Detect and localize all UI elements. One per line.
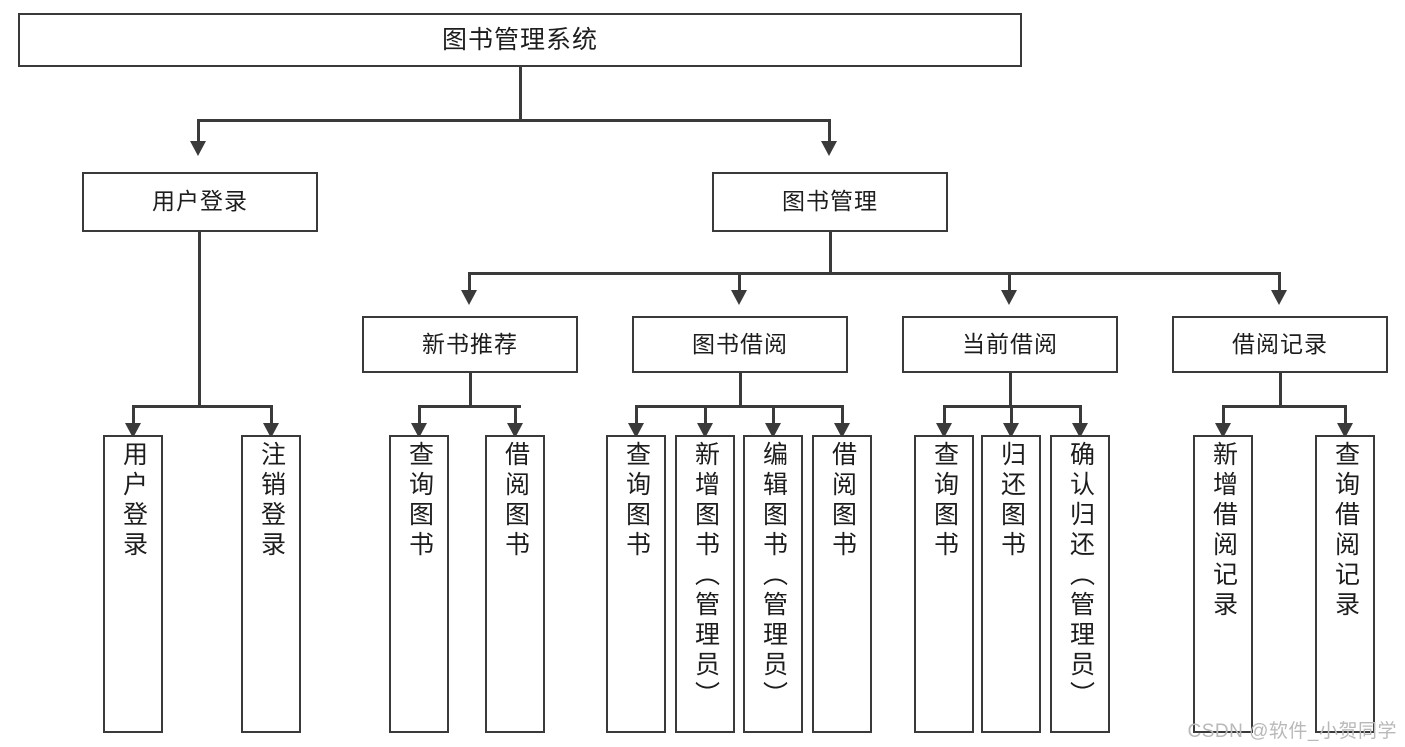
connector-book-borrow-to-leaf-3 <box>772 405 775 429</box>
arrow-to-new-book <box>461 290 477 305</box>
arrow-to-borrow-record <box>1271 290 1287 305</box>
arrow-to-book-borrow <box>731 290 747 305</box>
arrow-book-borrow-to-leaf-4 <box>834 423 850 438</box>
node-label: 当前借阅 <box>962 330 1058 357</box>
node-current-borrow[interactable]: 当前借阅 <box>902 316 1118 373</box>
leaf-current-borrow-query[interactable]: 查询图书 <box>914 435 974 733</box>
leaf-label: 新增图书（管理员） <box>691 441 720 711</box>
leaf-book-borrow-borrow[interactable]: 借阅图书 <box>812 435 872 733</box>
connector-to-borrow-record <box>1278 272 1281 294</box>
connector-root-to-book-manage <box>828 119 831 144</box>
connector-user-login-to-leaf-1 <box>132 405 135 429</box>
arrow-borrow-record-to-leaf-2 <box>1337 423 1353 438</box>
connector-borrow-record-to-leaf-2 <box>1344 405 1347 429</box>
connector-book-borrow-bus <box>635 405 843 408</box>
leaf-label: 查询借阅记录 <box>1331 441 1360 621</box>
arrow-user-login-to-leaf-2 <box>263 423 279 438</box>
arrow-borrow-record-to-leaf-1 <box>1215 423 1231 438</box>
connector-borrow-record-stem <box>1279 373 1282 406</box>
leaf-user-login-logout[interactable]: 注销登录 <box>241 435 301 733</box>
connector-new-book-to-leaf-2 <box>514 405 517 429</box>
arrow-user-login-to-leaf-1 <box>125 423 141 438</box>
arrow-new-book-to-leaf-2 <box>507 423 523 438</box>
leaf-book-borrow-add[interactable]: 新增图书（管理员） <box>675 435 735 733</box>
connector-book-borrow-stem <box>739 373 742 406</box>
node-root-system[interactable]: 图书管理系统 <box>18 13 1022 67</box>
connector-current-borrow-stem <box>1009 373 1012 406</box>
watermark: CSDN @软件_小贺同学 <box>1187 721 1397 742</box>
connector-user-login-bus <box>132 405 271 408</box>
arrow-current-borrow-to-leaf-1 <box>936 423 952 438</box>
node-book-borrow[interactable]: 图书借阅 <box>632 316 848 373</box>
arrow-book-borrow-to-leaf-1 <box>628 423 644 438</box>
leaf-borrow-record-query[interactable]: 查询借阅记录 <box>1315 435 1375 733</box>
arrow-new-book-to-leaf-1 <box>411 423 427 438</box>
node-label: 图书管理 <box>782 188 878 215</box>
connector-root-stem <box>519 67 522 120</box>
leaf-label: 用户登录 <box>119 441 148 561</box>
connector-to-current-borrow <box>1008 272 1011 294</box>
connector-book-borrow-to-leaf-4 <box>841 405 844 429</box>
connector-new-book-bus <box>418 405 521 408</box>
connector-new-book-to-leaf-1 <box>418 405 421 429</box>
connector-borrow-record-bus <box>1222 405 1345 408</box>
leaf-current-borrow-return[interactable]: 归还图书 <box>981 435 1041 733</box>
node-label: 借阅记录 <box>1232 330 1328 357</box>
connector-book-borrow-to-leaf-1 <box>635 405 638 429</box>
leaf-book-borrow-edit[interactable]: 编辑图书（管理员） <box>743 435 803 733</box>
connector-book-manage-bus <box>468 272 1279 275</box>
node-user-login[interactable]: 用户登录 <box>82 172 318 232</box>
connector-book-borrow-to-leaf-2 <box>704 405 707 429</box>
connector-current-borrow-to-leaf-1 <box>943 405 946 429</box>
arrow-to-current-borrow <box>1001 290 1017 305</box>
node-borrow-record[interactable]: 借阅记录 <box>1172 316 1388 373</box>
arrow-current-borrow-to-leaf-2 <box>1003 423 1019 438</box>
leaf-label: 借阅图书 <box>501 441 530 561</box>
arrow-root-to-book-manage <box>821 141 837 156</box>
leaf-label: 借阅图书 <box>828 441 857 561</box>
connector-user-login-to-leaf-2 <box>270 405 273 429</box>
leaf-new-book-borrow[interactable]: 借阅图书 <box>485 435 545 733</box>
arrow-current-borrow-to-leaf-3 <box>1072 423 1088 438</box>
leaf-label: 查询图书 <box>405 441 434 561</box>
leaf-label: 查询图书 <box>930 441 959 561</box>
connector-book-manage-stem <box>829 232 832 273</box>
connector-borrow-record-to-leaf-1 <box>1222 405 1225 429</box>
node-book-management[interactable]: 图书管理 <box>712 172 948 232</box>
node-label: 新书推荐 <box>422 330 518 357</box>
connector-root-to-user-login <box>197 119 200 144</box>
node-new-book-recommend[interactable]: 新书推荐 <box>362 316 578 373</box>
leaf-book-borrow-query[interactable]: 查询图书 <box>606 435 666 733</box>
leaf-label: 注销登录 <box>257 441 286 561</box>
leaf-label: 编辑图书（管理员） <box>759 441 788 711</box>
arrow-book-borrow-to-leaf-3 <box>765 423 781 438</box>
leaf-borrow-record-add[interactable]: 新增借阅记录 <box>1193 435 1253 733</box>
node-label: 图书借阅 <box>692 330 788 357</box>
leaf-label: 归还图书 <box>997 441 1026 561</box>
connector-root-bus <box>197 119 831 122</box>
connector-to-new-book <box>468 272 471 294</box>
leaf-label: 确认归还（管理员） <box>1066 441 1095 711</box>
leaf-label: 新增借阅记录 <box>1209 441 1238 621</box>
leaf-new-book-query[interactable]: 查询图书 <box>389 435 449 733</box>
node-label: 图书管理系统 <box>441 26 598 54</box>
connector-current-borrow-to-leaf-2 <box>1010 405 1013 429</box>
arrow-root-to-user-login <box>190 141 206 156</box>
node-label: 用户登录 <box>152 188 248 215</box>
connector-new-book-stem <box>469 373 472 406</box>
leaf-user-login-login[interactable]: 用户登录 <box>103 435 163 733</box>
leaf-label: 查询图书 <box>622 441 651 561</box>
connector-user-login-stem <box>198 232 201 406</box>
leaf-current-borrow-confirm-return[interactable]: 确认归还（管理员） <box>1050 435 1110 733</box>
arrow-book-borrow-to-leaf-2 <box>697 423 713 438</box>
connector-to-book-borrow <box>738 272 741 294</box>
connector-current-borrow-to-leaf-3 <box>1079 405 1082 429</box>
